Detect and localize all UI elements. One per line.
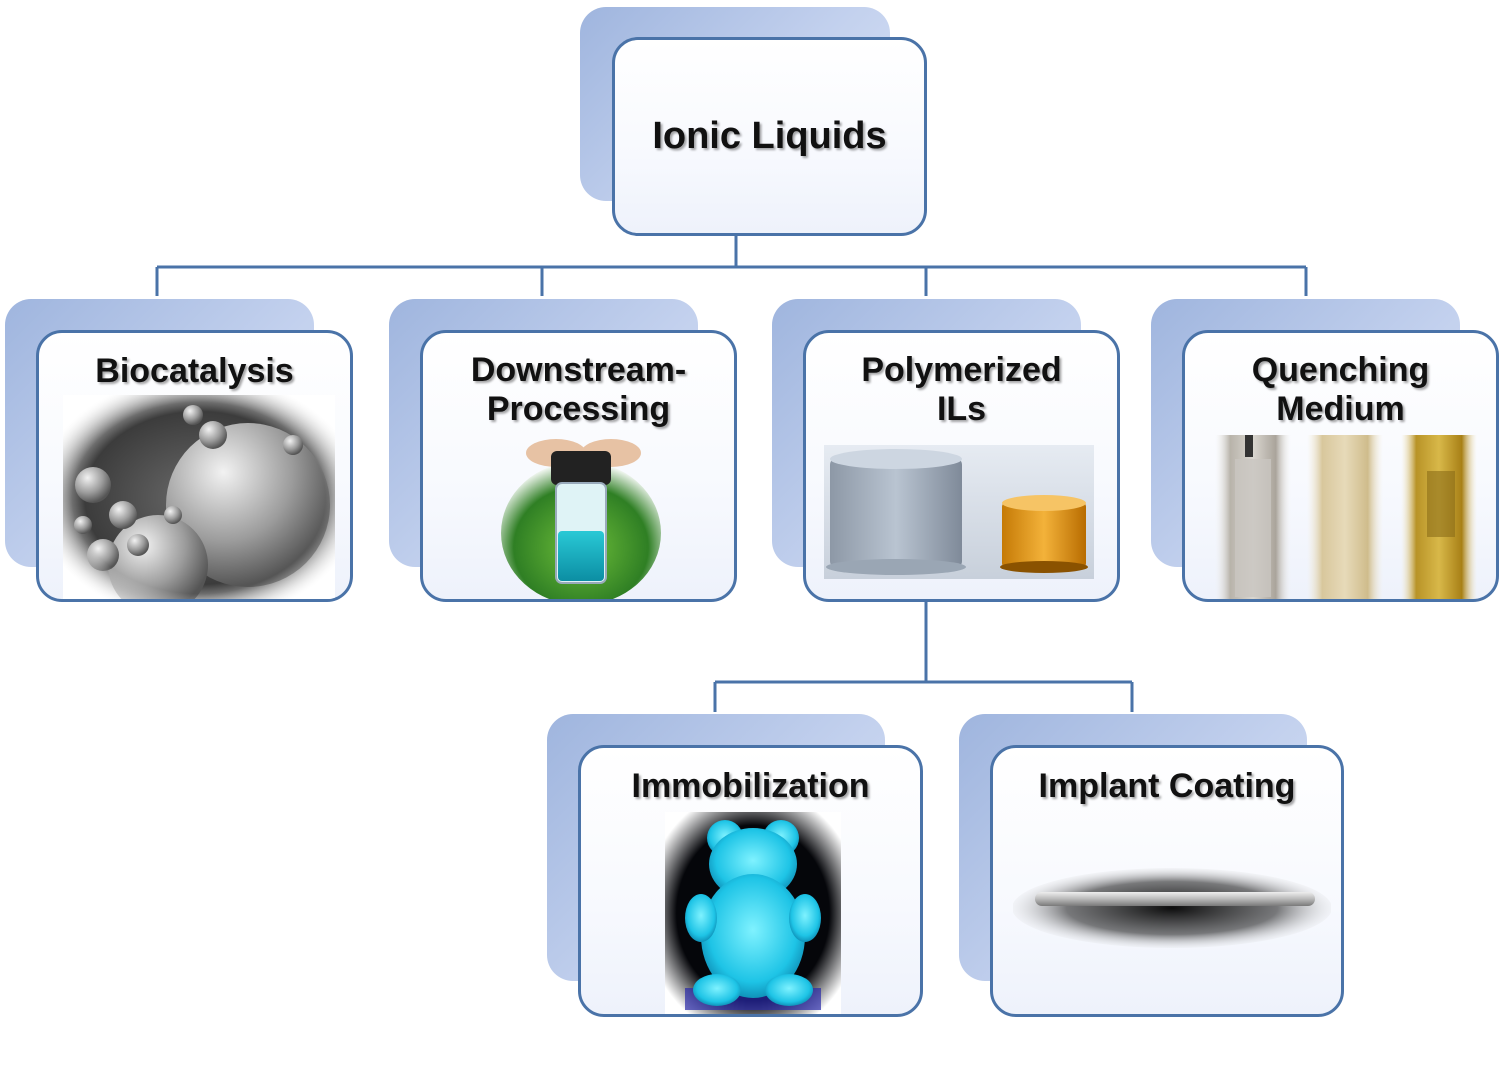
- quenching-node: Quenching Medium: [1182, 330, 1499, 602]
- biocatalysis-node: Biocatalysis: [36, 330, 353, 602]
- coated-implant-rod-image: [1013, 868, 1331, 948]
- quenching-label: Quenching Medium: [1251, 351, 1430, 428]
- vial-blue-liquid-image: [501, 439, 661, 599]
- biocatalysis-label: Biocatalysis: [95, 352, 294, 390]
- root-label: Ionic Liquids: [652, 115, 887, 157]
- implant-label: Implant Coating: [1038, 767, 1296, 805]
- polymerized-node: Polymerized ILs: [803, 330, 1120, 602]
- quenched-samples-image: [1215, 435, 1477, 599]
- immobilization-node: Immobilization: [578, 745, 923, 1017]
- polymerized-label: Polymerized ILs: [861, 351, 1062, 428]
- glowing-gummy-bear-image: [665, 812, 841, 1014]
- downstream-label: Downstream- Processing: [470, 351, 687, 428]
- immobilization-label: Immobilization: [631, 767, 870, 805]
- polymer-cylinders-image: [824, 445, 1094, 579]
- sem-microparticles-image: [63, 395, 335, 599]
- implant-node: Implant Coating: [990, 745, 1344, 1017]
- downstream-node: Downstream- Processing: [420, 330, 737, 602]
- root-node: Ionic Liquids: [612, 37, 927, 236]
